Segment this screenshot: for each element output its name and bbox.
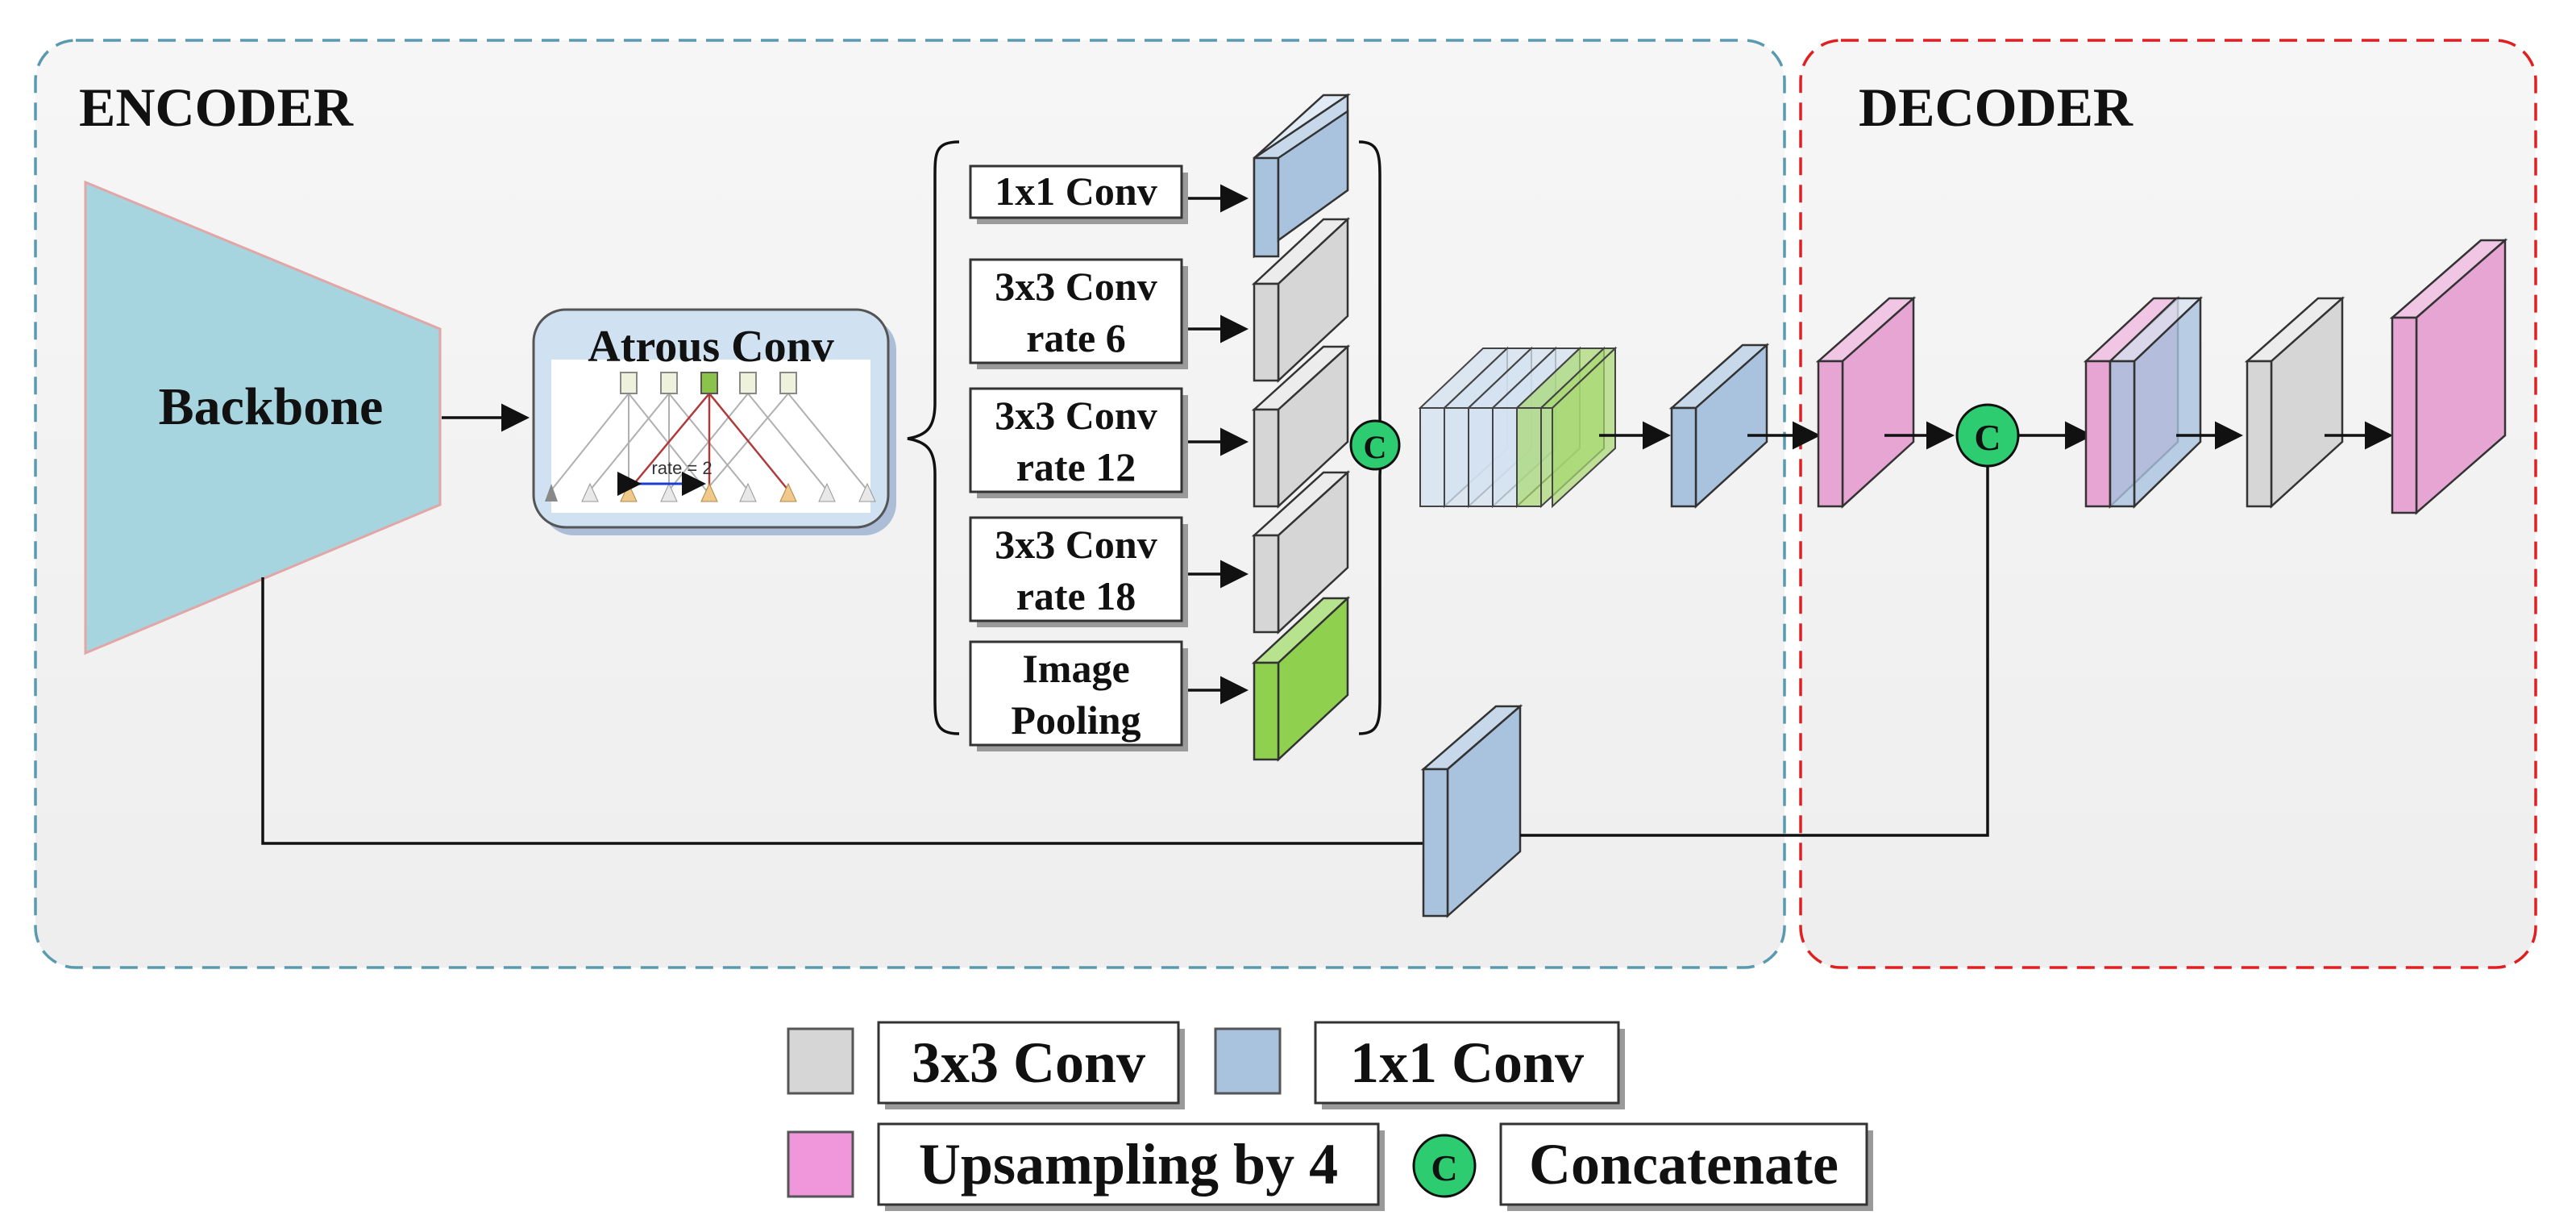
legend-concat: C Concatenate [1412, 1122, 1873, 1211]
skip-line-to-concat [1520, 466, 1989, 837]
legend-concat-symbol: C [1431, 1147, 1457, 1188]
decoder-upsample-final-block [2389, 238, 2508, 515]
decoder-upsample-1-block [1815, 296, 1917, 509]
backbone-label: Backbone [159, 377, 384, 436]
legend-conv3: 3x3 Conv [787, 1021, 1185, 1109]
aspp-branch-4-line2: rate 18 [1016, 573, 1136, 618]
decoder-3x3-conv-block [2244, 296, 2345, 509]
aspp-branch-2-line1: 3x3 Conv [995, 264, 1157, 309]
low-level-1x1-block [1420, 704, 1523, 918]
aspp-left-brace [907, 140, 960, 735]
decoder-concat-symbol: C [1974, 417, 2001, 458]
skip-line-backbone [261, 577, 1425, 845]
legend-concat-icon [1412, 1134, 1477, 1198]
decoder-concat-stack [2083, 296, 2204, 509]
legend-conv1-label: 1x1 Conv [1350, 1030, 1584, 1095]
atrous-illustration: rate = 2 [545, 372, 876, 502]
aspp-branch-1: 1x1 Conv [969, 164, 1188, 224]
legend-upsample: Upsampling by 4 [787, 1122, 1385, 1211]
encoder-title: ENCODER [79, 77, 354, 138]
decoder-panel: DECODER [1799, 39, 2537, 969]
legend-conv3-label: 3x3 Conv [912, 1030, 1145, 1095]
aspp-block-rate6 [1251, 217, 1351, 383]
aspp-branch-1-line1: 1x1 Conv [995, 169, 1157, 214]
legend: 3x3 Conv 1x1 Conv Upsampling by 4 C Conc… [787, 1021, 1873, 1211]
aspp-branch-5: Image Pooling [969, 640, 1188, 751]
aspp-branch-3: 3x3 Conv rate 12 [969, 387, 1188, 498]
legend-conv1: 1x1 Conv [1214, 1021, 1625, 1109]
atrous-conv-block: Atrous Conv [532, 308, 896, 535]
aspp-branch-3-line1: 3x3 Conv [995, 393, 1157, 438]
concat-feature-stack [1418, 346, 1618, 509]
encoder-output-1x1-block [1668, 343, 1770, 509]
aspp-concat-symbol: C [1364, 429, 1387, 465]
aspp-branch-4-line1: 3x3 Conv [995, 522, 1157, 567]
decoder-concat-icon: C [1955, 403, 2020, 468]
aspp-concat-icon: C [1349, 419, 1401, 471]
aspp-branch-3-line2: rate 12 [1016, 444, 1136, 489]
aspp-block-pooling [1251, 596, 1351, 762]
atrous-title: Atrous Conv [588, 322, 833, 372]
atrous-rate-note: rate = 2 [651, 458, 712, 478]
aspp-block-rate12 [1251, 344, 1351, 509]
aspp-branch-5-line2: Pooling [1011, 697, 1141, 743]
aspp-branch-2-line2: rate 6 [1026, 315, 1126, 360]
aspp-branch-4: 3x3 Conv rate 18 [969, 516, 1188, 627]
backbone-block: Backbone [84, 180, 442, 656]
aspp-branch-5-line1: Image [1022, 646, 1129, 691]
aspp-block-rate18 [1251, 470, 1351, 635]
decoder-title: DECODER [1859, 77, 2134, 138]
aspp-block-1x1 [1253, 93, 1352, 259]
aspp-branch-2: 3x3 Conv rate 6 [969, 258, 1188, 369]
legend-upsample-label: Upsampling by 4 [919, 1132, 1338, 1197]
legend-concat-label: Concatenate [1529, 1132, 1839, 1197]
